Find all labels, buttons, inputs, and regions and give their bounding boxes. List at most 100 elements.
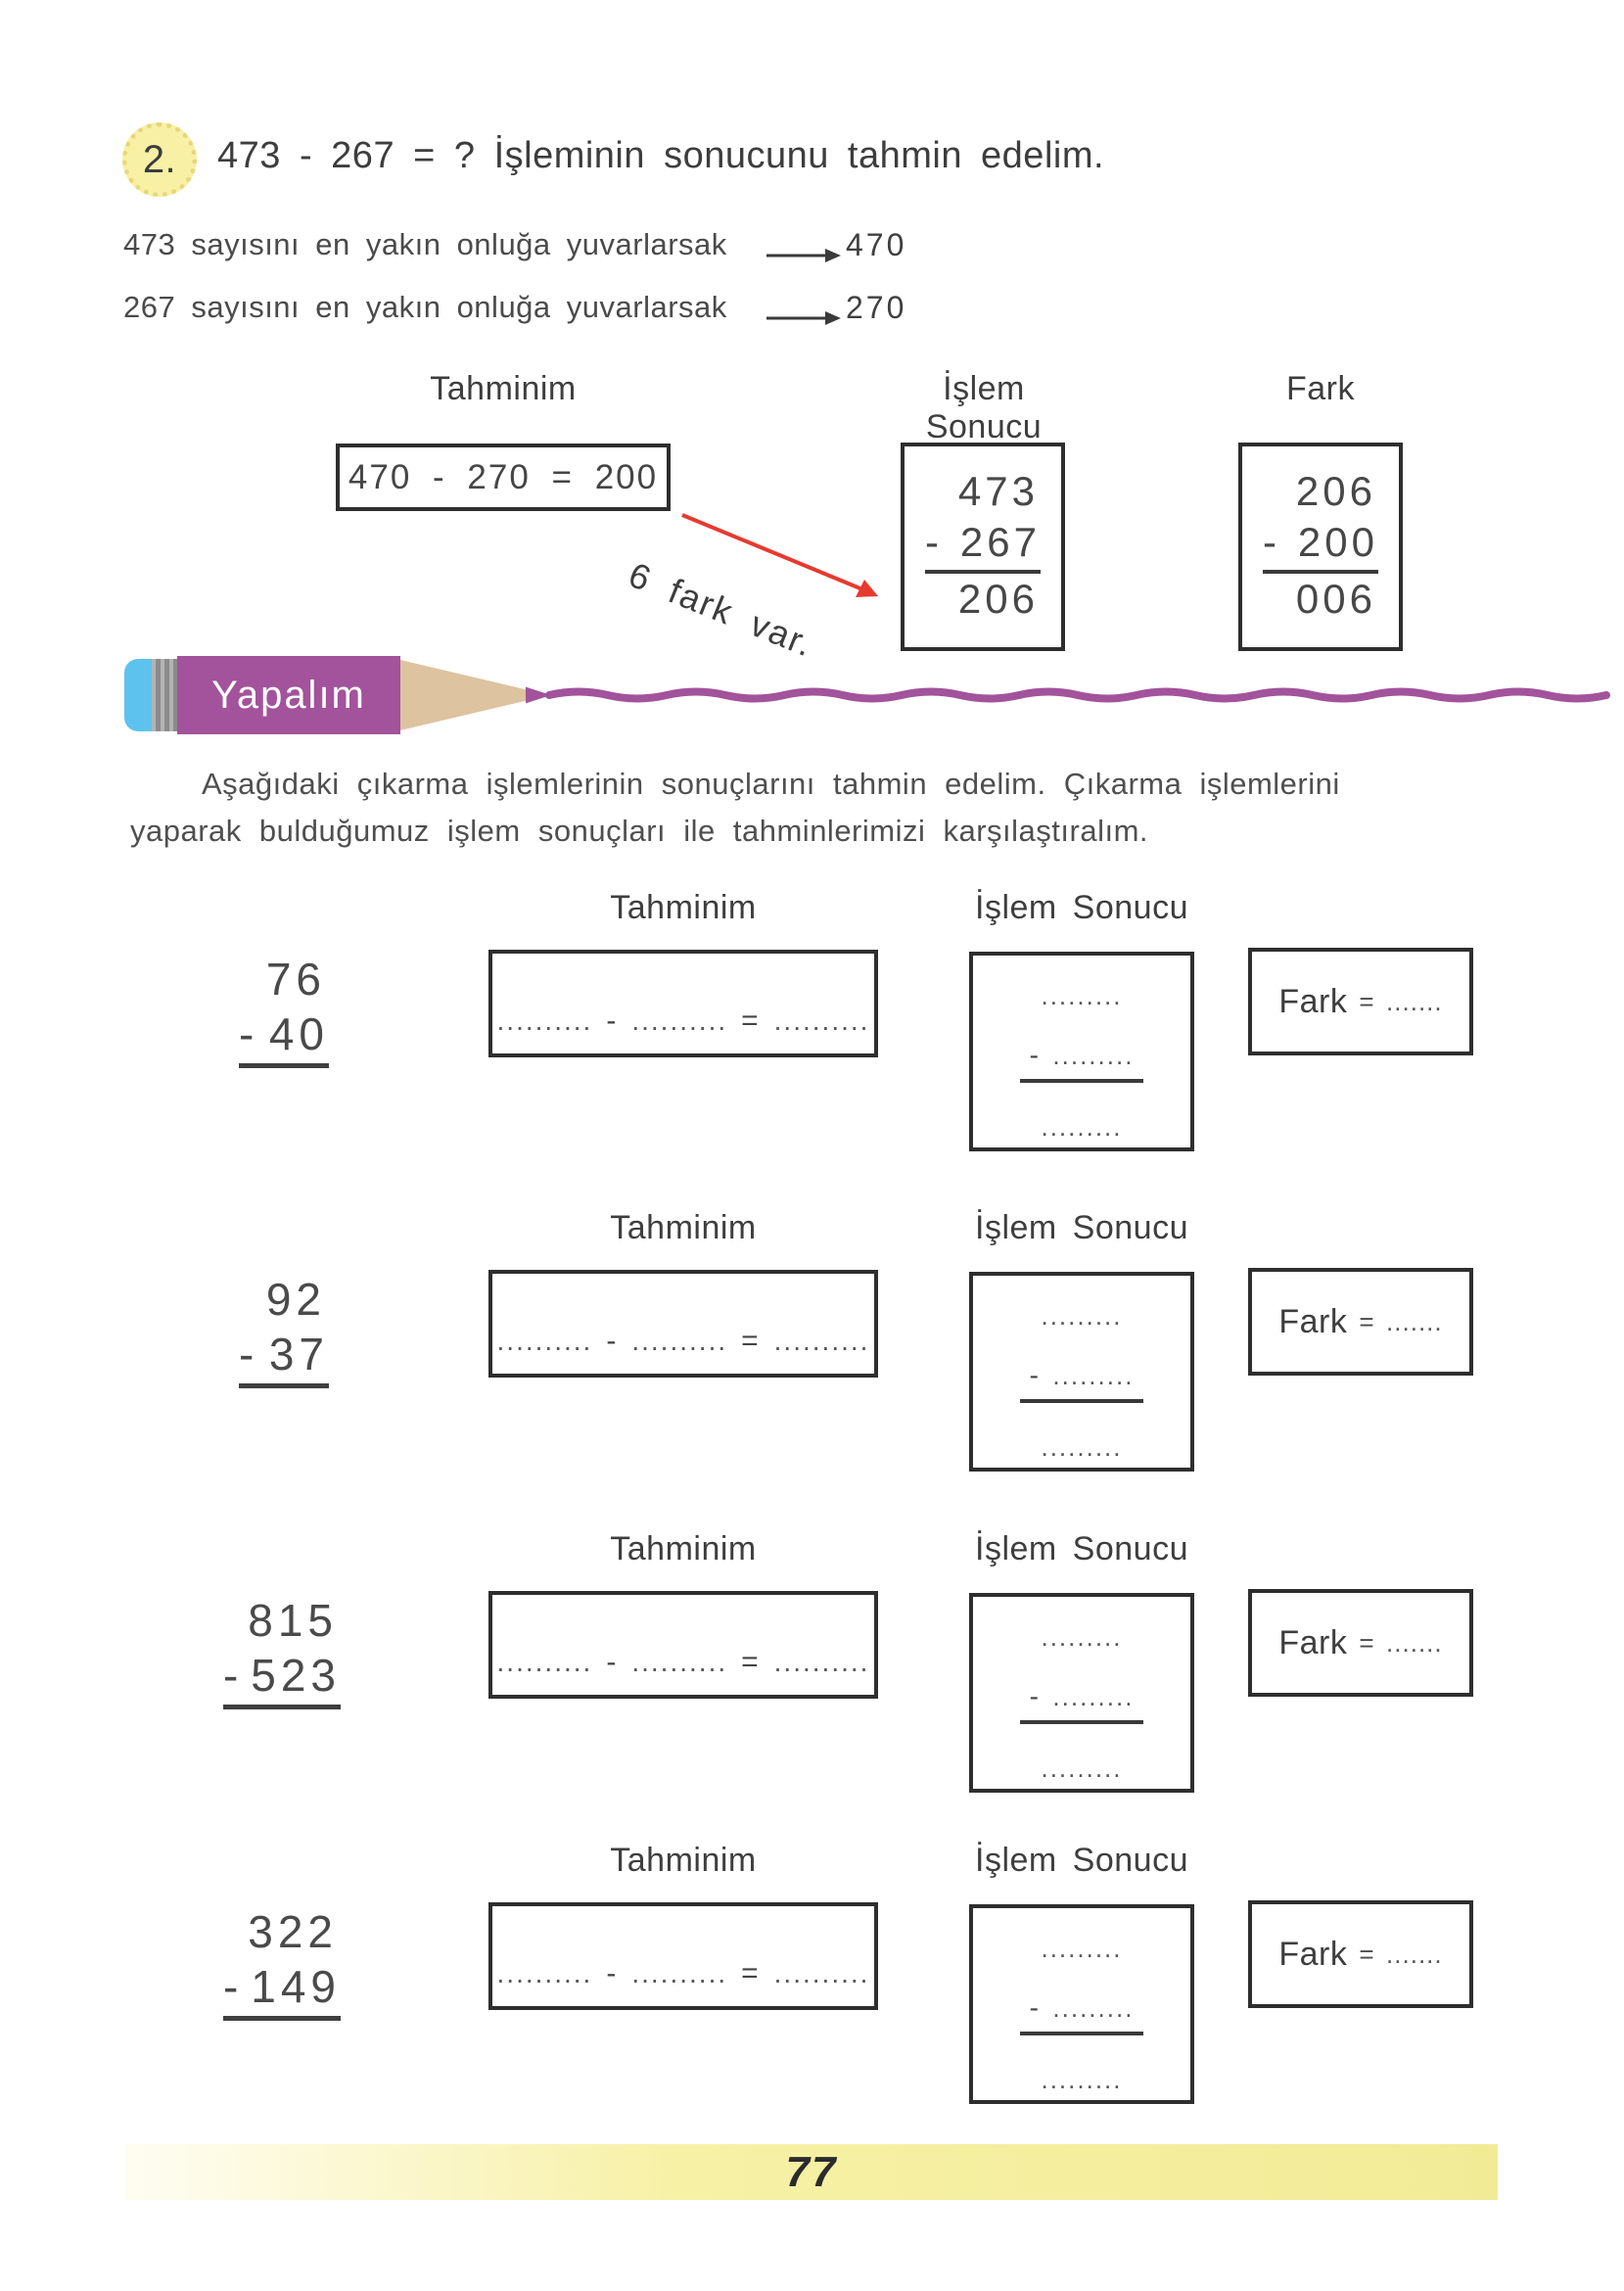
fark-label: Fark: [1278, 982, 1348, 1020]
minus-sign: -: [1029, 1360, 1040, 1390]
islem-box: ......... -......... .........: [969, 1272, 1194, 1472]
minus-sign: -: [925, 519, 943, 565]
yapalim-banner: Yapalım: [124, 656, 1610, 736]
blank-estimate-1: ..........: [496, 1005, 593, 1036]
rounding-text: 473 sayısını en yakın onluğa yuvarlarsak: [123, 227, 727, 261]
islem-box: ......... -......... .........: [969, 1593, 1194, 1793]
fark-label: Fark: [1278, 1935, 1348, 1973]
vertical-subtraction: 473 - 267 206: [925, 468, 1041, 620]
blank-subtrahend: .........: [1052, 1993, 1135, 2023]
fark-box: Fark = .......: [1248, 1268, 1473, 1376]
blank-minuend: .........: [1041, 981, 1123, 1010]
vertical-subtraction: 76 -40: [239, 954, 329, 1068]
exercise-number: 2.: [142, 137, 177, 181]
exercise-row: Tahminim İşlem Sonucu 815 -523 .........…: [0, 1530, 1624, 1824]
blank-fark: .......: [1386, 986, 1443, 1016]
instruction-line: Aşağıdaki çıkarma işlemlerinin sonuçları…: [202, 767, 1340, 801]
rounding-line: 473 sayısını en yakın onluğa yuvarlarsak…: [123, 223, 1200, 268]
minus-sign: -: [1029, 1040, 1040, 1070]
minuend: 92: [265, 1274, 326, 1325]
pencil-body-icon: Yapalım: [177, 656, 400, 734]
blank-estimate-1: ..........: [496, 1958, 593, 1988]
blank-fark: .......: [1386, 1939, 1443, 1969]
blank-estimate-2: ..........: [631, 1647, 728, 1677]
blank-subtrahend: .........: [1052, 1682, 1135, 1711]
exercise-row: Tahminim İşlem Sonucu 76 -40 .......... …: [0, 889, 1624, 1183]
fark-label: Fark: [1278, 1623, 1348, 1661]
minuend: 322: [248, 1906, 338, 1957]
vertical-subtraction: 206 - 200 006: [1263, 468, 1378, 620]
tahminim-header: Tahminim: [610, 889, 757, 926]
column-header-fark: Fark: [1286, 370, 1355, 407]
rounded-value: 470: [846, 227, 907, 262]
blank-result: .........: [1041, 1112, 1123, 1142]
minus-sign: -: [223, 1961, 239, 2012]
minus-sign: -: [223, 1650, 239, 1701]
equals-sign: =: [1359, 1627, 1375, 1658]
minus-sign: -: [606, 1325, 619, 1357]
blank-minuend: .........: [1041, 1934, 1123, 1963]
fark-box: 206 - 200 006: [1238, 443, 1403, 651]
vertical-subtraction: 815 -523: [223, 1595, 341, 1709]
column-header-tahminim: Tahminim: [430, 370, 577, 407]
blank-estimate-result: ..........: [773, 1005, 870, 1036]
page-number: 77: [785, 2147, 838, 2196]
column-header-islem-sonucu: İşlem Sonucu: [925, 370, 1043, 445]
islem-sonucu-header: İşlem Sonucu: [975, 889, 1188, 926]
subtrahend: 267: [959, 519, 1041, 565]
minuend: 76: [265, 954, 326, 1005]
minus-sign: -: [606, 1957, 619, 1989]
blank-estimate-2: ..........: [631, 1958, 728, 1988]
vertical-subtraction: 322 -149: [223, 1906, 341, 2021]
dots-equation: .......... - .......... = ..........: [497, 1646, 870, 1679]
islem-sonucu-header: İşlem Sonucu: [975, 1530, 1188, 1567]
banner-squiggle-line: [545, 685, 1624, 710]
blank-result: .........: [1041, 1753, 1123, 1783]
blank-minuend: .........: [1041, 1301, 1123, 1331]
tahminim-header: Tahminim: [610, 1842, 757, 1879]
minuend: 473: [957, 468, 1039, 514]
blank-fark: .......: [1386, 1306, 1443, 1336]
page-footer: 77: [125, 2144, 1498, 2200]
blank-estimate-1: ..........: [496, 1647, 593, 1677]
equals-sign: =: [1359, 986, 1375, 1016]
minuend: 815: [248, 1595, 338, 1646]
tahminim-header: Tahminim: [610, 1209, 757, 1246]
islem-sonucu-header: İşlem Sonucu: [975, 1842, 1188, 1879]
tahmin-box: .......... - .......... = ..........: [488, 950, 878, 1057]
pencil-eraser-icon: [124, 659, 152, 731]
minus-sign: -: [606, 1646, 619, 1678]
fark-box: Fark = .......: [1248, 1589, 1473, 1697]
minuend: 206: [1295, 468, 1376, 514]
instruction-line: yaparak bulduğumuz işlem sonuçları ile t…: [130, 814, 1149, 848]
islem-box: ......... -......... .........: [969, 1904, 1194, 2104]
exercise-row: Tahminim İşlem Sonucu 322 -149 .........…: [0, 1842, 1624, 2135]
dots-equation: .......... - .......... = ..........: [497, 1325, 870, 1358]
estimate-equation: 470 - 270 = 200: [348, 457, 659, 496]
equals-sign: =: [1359, 1306, 1375, 1336]
blank-fark: .......: [1386, 1627, 1443, 1658]
minus-sign: -: [239, 1008, 255, 1059]
minus-sign: -: [1029, 1681, 1040, 1711]
islem-box: ......... -......... .........: [969, 952, 1194, 1151]
banner-label: Yapalım: [211, 673, 366, 717]
islem-sonucu-header: İşlem Sonucu: [975, 1209, 1188, 1246]
blank-subtrahend: .........: [1052, 1361, 1135, 1390]
equals-sign: =: [741, 1957, 761, 1989]
subtrahend: 523: [251, 1650, 341, 1701]
tahmin-box: .......... - .......... = ..........: [488, 1902, 878, 2010]
tahmin-box: .......... - .......... = ..........: [488, 1270, 878, 1378]
exercise-row: Tahminim İşlem Sonucu 92 -37 .......... …: [0, 1209, 1624, 1503]
right-arrow-icon: [766, 300, 841, 335]
pencil-tip-icon: [406, 683, 553, 707]
subtrahend: 40: [268, 1008, 329, 1059]
minus-sign: -: [239, 1329, 255, 1379]
minus-sign: -: [606, 1005, 619, 1037]
blank-estimate-result: ..........: [773, 1958, 870, 1988]
blank-subtrahend: .........: [1052, 1041, 1135, 1070]
rounding-text: 267 sayısını en yakın onluğa yuvarlarsak: [123, 290, 727, 324]
blank-estimate-result: ..........: [773, 1647, 870, 1677]
fark-box: Fark = .......: [1248, 948, 1473, 1055]
minus-sign: -: [1029, 1992, 1040, 2023]
